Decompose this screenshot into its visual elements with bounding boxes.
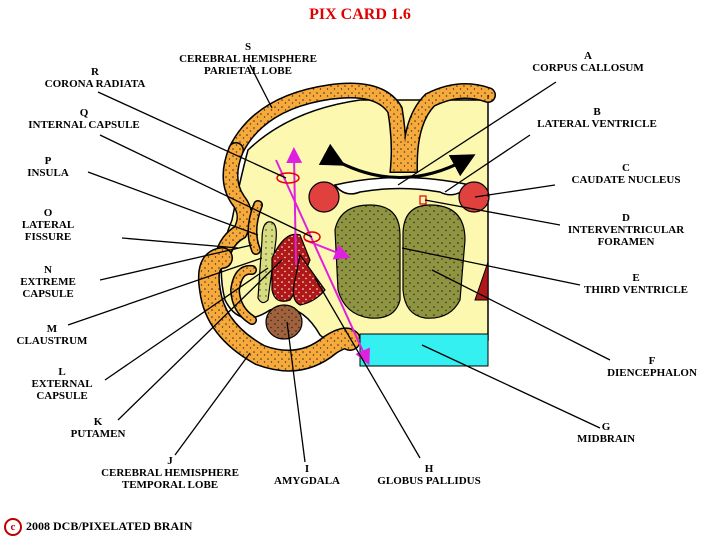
copyright: c 2008 DCB/PIXELATED BRAIN xyxy=(4,518,192,536)
leader-q xyxy=(99,134,313,238)
internal-capsule-marker xyxy=(303,231,321,243)
leader-s xyxy=(249,64,273,109)
leader-e xyxy=(401,247,581,286)
midbrain xyxy=(359,333,489,367)
claustrum xyxy=(257,221,277,304)
pink-arrow-down xyxy=(275,159,370,366)
leader-m xyxy=(67,257,263,326)
leader-p xyxy=(87,171,259,236)
leader-g xyxy=(421,344,601,429)
leader-lines xyxy=(67,64,611,463)
leader-h xyxy=(314,277,421,459)
corpus-callosum xyxy=(318,143,476,179)
leader-d xyxy=(424,199,561,226)
leader-k xyxy=(117,259,283,421)
leader-f xyxy=(431,269,611,361)
leader-l xyxy=(104,267,269,381)
leader-r xyxy=(97,91,287,179)
caudate-nucleus-right xyxy=(458,181,490,213)
leader-a xyxy=(397,81,557,186)
leader-i xyxy=(286,321,306,463)
leader-b xyxy=(444,134,531,193)
card-title: PIX CARD 1.6 xyxy=(309,6,411,23)
caudate-nucleus-left xyxy=(308,181,340,213)
amygdala xyxy=(265,304,303,340)
leader-o xyxy=(121,237,239,249)
diencephalon-right xyxy=(402,204,466,319)
leader-c xyxy=(474,184,556,198)
copyright-text: 2008 DCB/PIXELATED BRAIN xyxy=(26,519,193,533)
copyright-icon: c xyxy=(4,518,22,536)
diencephalon xyxy=(334,204,401,319)
leader-n xyxy=(99,244,253,281)
globus-pallidus xyxy=(292,253,326,306)
leader-j xyxy=(174,352,251,456)
corona-radiata-marker xyxy=(276,172,300,184)
